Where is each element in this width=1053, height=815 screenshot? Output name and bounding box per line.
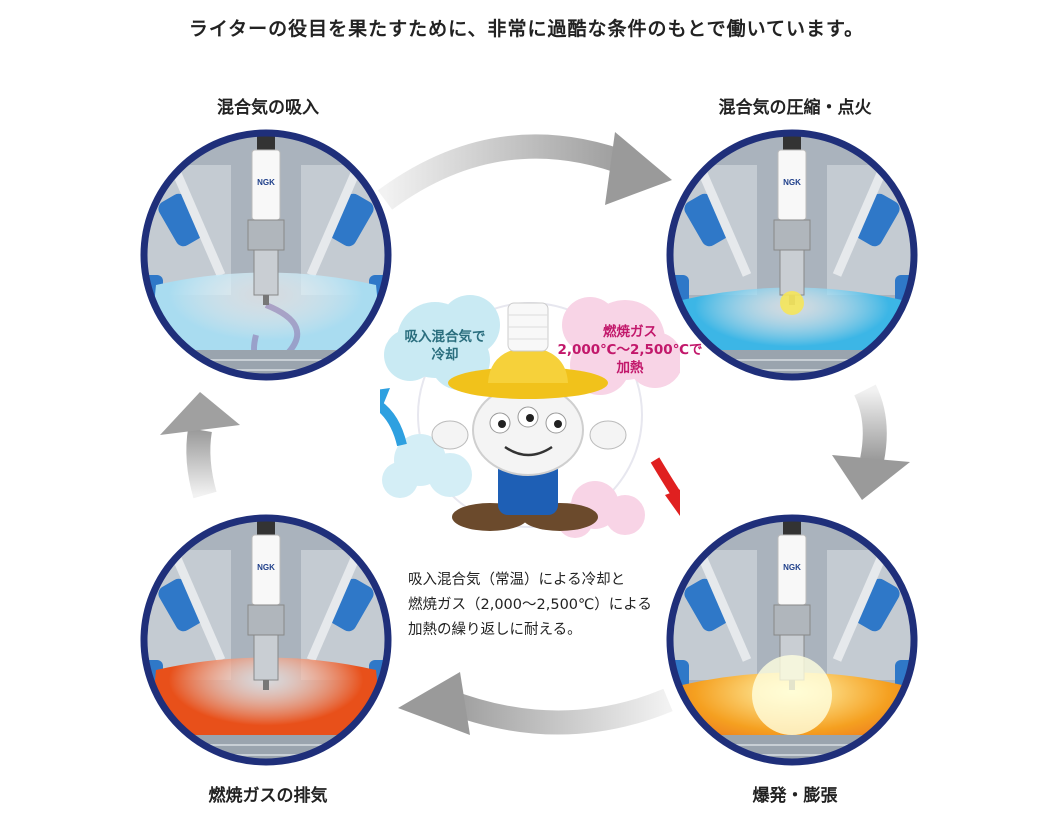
page-title: ライターの役目を果たすために、非常に過酷な条件のもとで働いています。 xyxy=(188,18,865,40)
engine-section-compression: NGK xyxy=(666,129,918,381)
engine-circle-exhaust: NGK xyxy=(136,510,396,770)
arrow-combustion-to-exhaust xyxy=(398,672,673,735)
engine-section-combustion: NGK xyxy=(666,514,918,766)
heating-line-3: 加熱 xyxy=(616,360,644,376)
cooling-arrow xyxy=(380,388,407,447)
cooling-line-2: 冷却 xyxy=(431,347,459,363)
arrow-exhaust-to-intake xyxy=(160,392,240,499)
arrow-compression-to-combustion xyxy=(832,384,910,500)
engine-circle-intake: NGK xyxy=(136,125,396,385)
engine-section-intake: NGK xyxy=(140,129,392,381)
heating-line-1: 燃焼ガス xyxy=(603,324,657,340)
stage-label-combustion: 爆発・膨張 xyxy=(752,786,838,806)
cooling-cloud-text: 吸入混合気で 冷却 xyxy=(385,328,505,364)
description-note: 吸入混合気（常温）による冷却と 燃焼ガス（2,000〜2,500℃）による 加熱… xyxy=(408,568,678,643)
heating-cloud xyxy=(557,297,680,538)
svg-text:NGK: NGK xyxy=(783,563,801,572)
engine-circle-compression: NGK xyxy=(662,125,922,385)
svg-text:NGK: NGK xyxy=(257,563,275,572)
engine-section-exhaust: NGK xyxy=(140,514,392,766)
heating-line-2: 2,000℃〜2,500℃で xyxy=(557,342,703,358)
cooling-cloud xyxy=(382,295,500,498)
engine-circle-combustion: NGK xyxy=(662,510,922,770)
note-line-2: 燃焼ガス（2,000〜2,500℃）による xyxy=(408,597,652,613)
stage-label-exhaust: 燃焼ガスの排気 xyxy=(208,786,328,806)
mascot-illustration xyxy=(380,295,680,538)
svg-text:NGK: NGK xyxy=(783,178,801,187)
note-line-3: 加熱の繰り返しに耐える。 xyxy=(408,622,582,638)
stage-label-intake: 混合気の吸入 xyxy=(217,98,319,118)
heating-arrow xyxy=(650,457,680,516)
svg-text:NGK: NGK xyxy=(257,178,275,187)
spark-plug-mascot xyxy=(431,302,627,531)
arrow-intake-to-compression xyxy=(377,132,672,210)
note-line-1: 吸入混合気（常温）による冷却と xyxy=(408,572,626,588)
heating-cloud-text: 燃焼ガス 2,000℃〜2,500℃で 加熱 xyxy=(555,323,705,377)
cooling-line-1: 吸入混合気で xyxy=(404,329,486,345)
stage-label-compression: 混合気の圧縮・点火 xyxy=(718,98,872,118)
